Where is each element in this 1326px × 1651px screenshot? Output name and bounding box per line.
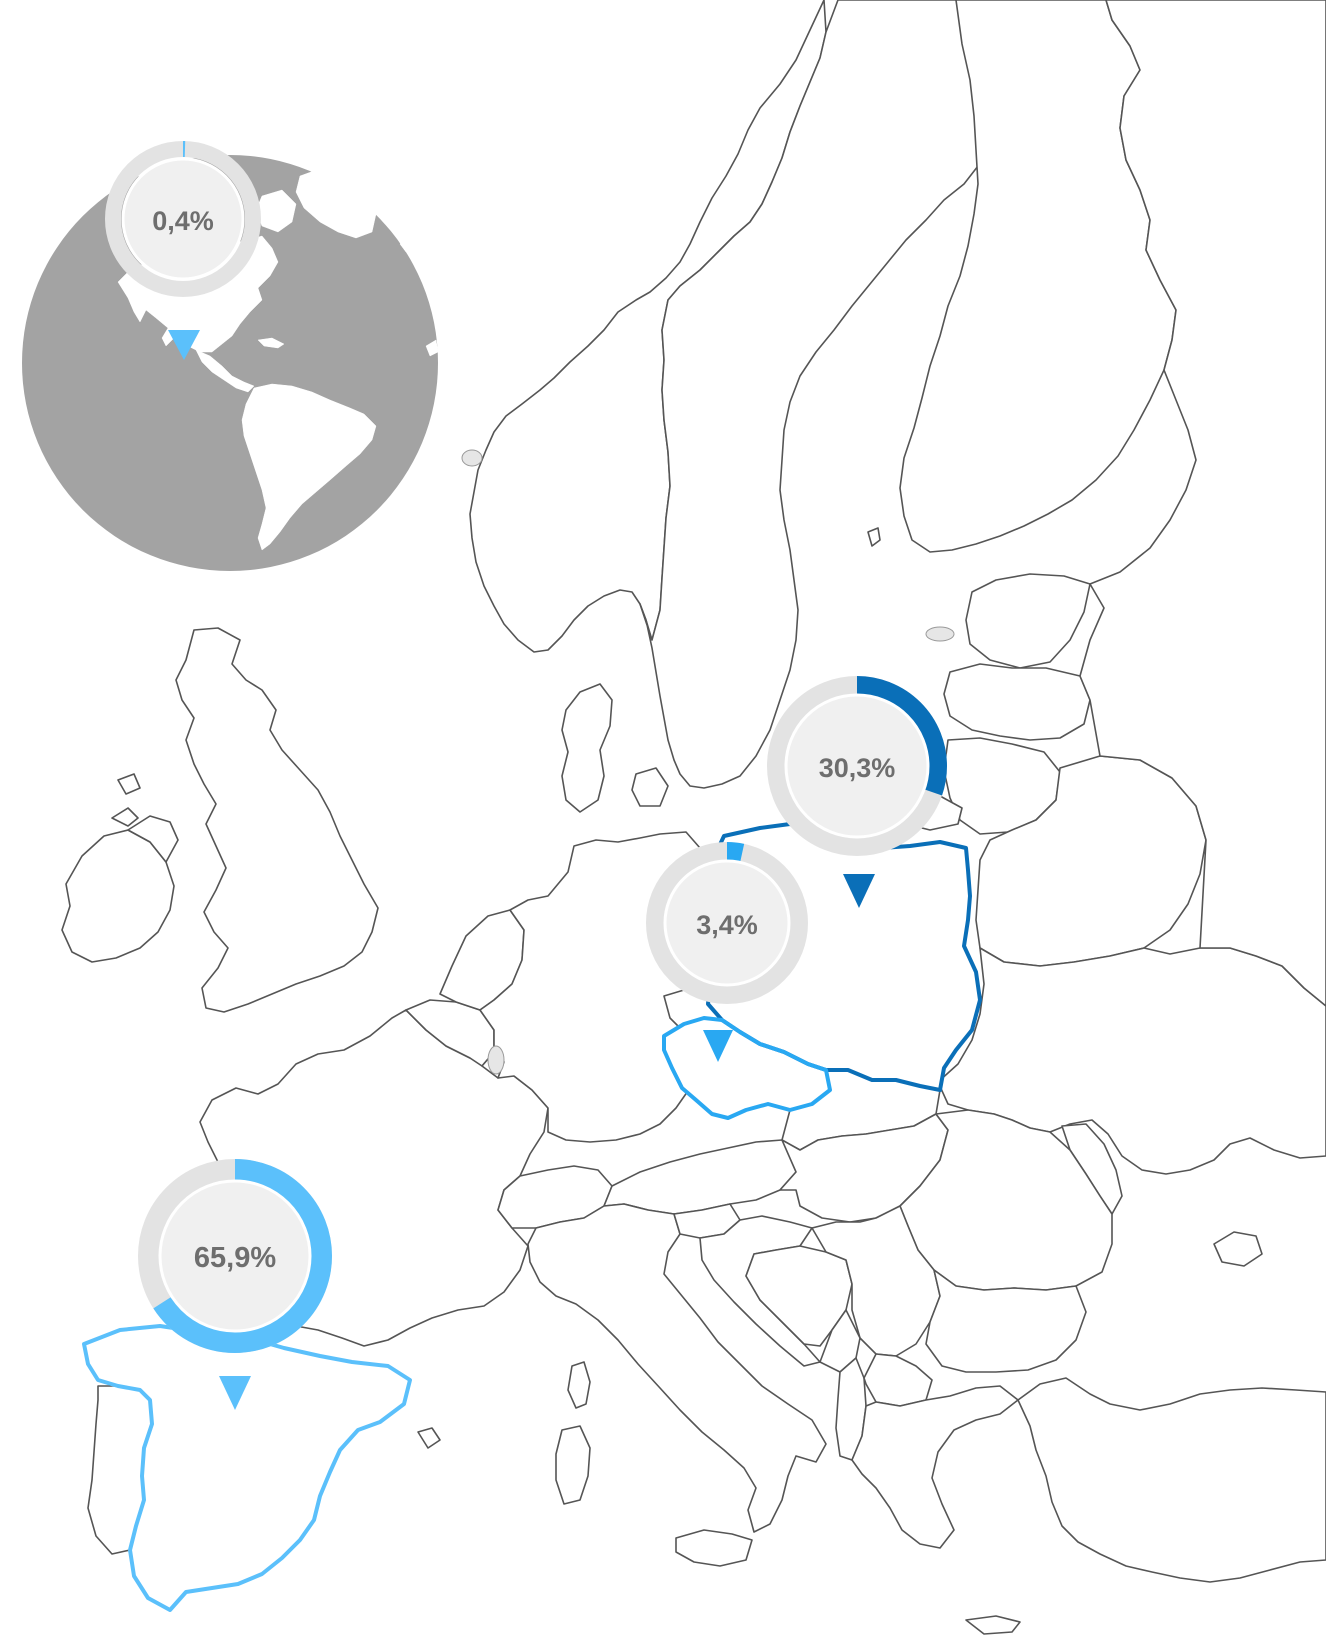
scandinavia xyxy=(461,0,1177,789)
island-hebrides xyxy=(111,807,139,827)
country-greece xyxy=(851,1385,1019,1549)
island-lewis xyxy=(117,773,141,795)
island-corsica xyxy=(567,1361,591,1409)
lake-ladoga xyxy=(925,626,955,642)
marker-poland[interactable]: 30,3% xyxy=(767,676,947,908)
donut-center xyxy=(663,859,791,987)
country-estonia xyxy=(965,573,1091,669)
globe-greenland xyxy=(295,167,377,239)
country-latvia xyxy=(943,663,1091,741)
country-turkey xyxy=(1017,1377,1326,1583)
globe-caribbean xyxy=(257,337,285,349)
country-denmark xyxy=(561,683,613,813)
czechia-highlight-outline xyxy=(662,1016,832,1120)
country-ukraine xyxy=(937,947,1326,1175)
marker-americas[interactable]: 0,4% xyxy=(105,141,261,360)
donut-value-arc xyxy=(138,1159,332,1353)
country-north-macedonia xyxy=(863,1353,933,1407)
donut-center xyxy=(158,1179,312,1333)
country-sweden xyxy=(639,0,979,789)
region-crimea xyxy=(1213,1231,1263,1267)
donut-value-arc xyxy=(105,141,261,297)
british-isles xyxy=(61,627,379,1013)
donut-percent-label: 3,4% xyxy=(696,910,758,940)
island-crete xyxy=(965,1615,1021,1635)
lake-geneva xyxy=(487,1045,505,1075)
spain-highlight-outline xyxy=(82,1324,412,1612)
donut-percent-label: 30,3% xyxy=(819,753,896,783)
donut-center xyxy=(784,693,930,839)
donut-center xyxy=(121,157,245,281)
donut-value-arc xyxy=(767,676,947,856)
country-northern-ireland xyxy=(127,815,179,863)
island-sicily xyxy=(675,1529,753,1567)
pointer-triangle-icon xyxy=(168,330,200,360)
globe-africa-edge xyxy=(425,339,439,357)
marker-spain[interactable]: 65,9% xyxy=(138,1159,332,1410)
island-sardinia xyxy=(555,1425,591,1505)
lake-vanern xyxy=(461,449,483,467)
marker-czechia[interactable]: 3,4% xyxy=(646,842,808,1062)
eastern-europe xyxy=(899,0,1326,1215)
country-united-kingdom xyxy=(175,627,379,1013)
island-mallorca xyxy=(417,1427,441,1449)
island-gotland xyxy=(867,527,881,547)
donut-value-arc xyxy=(646,842,808,1004)
country-bulgaria xyxy=(925,1269,1087,1373)
country-austria xyxy=(603,1139,801,1215)
pointer-triangle-icon xyxy=(703,1030,733,1062)
donut-percent-label: 0,4% xyxy=(152,206,214,236)
pointer-triangle-icon xyxy=(843,874,875,908)
pointer-triangle-icon xyxy=(219,1376,251,1410)
iberia xyxy=(83,1325,441,1611)
island-zealand xyxy=(631,767,669,807)
globe-central-america xyxy=(195,349,255,393)
globe-south-america xyxy=(241,383,377,551)
donut-percent-label: 65,9% xyxy=(194,1242,276,1274)
country-russia xyxy=(1079,0,1326,1007)
globe-iceland xyxy=(399,239,415,253)
